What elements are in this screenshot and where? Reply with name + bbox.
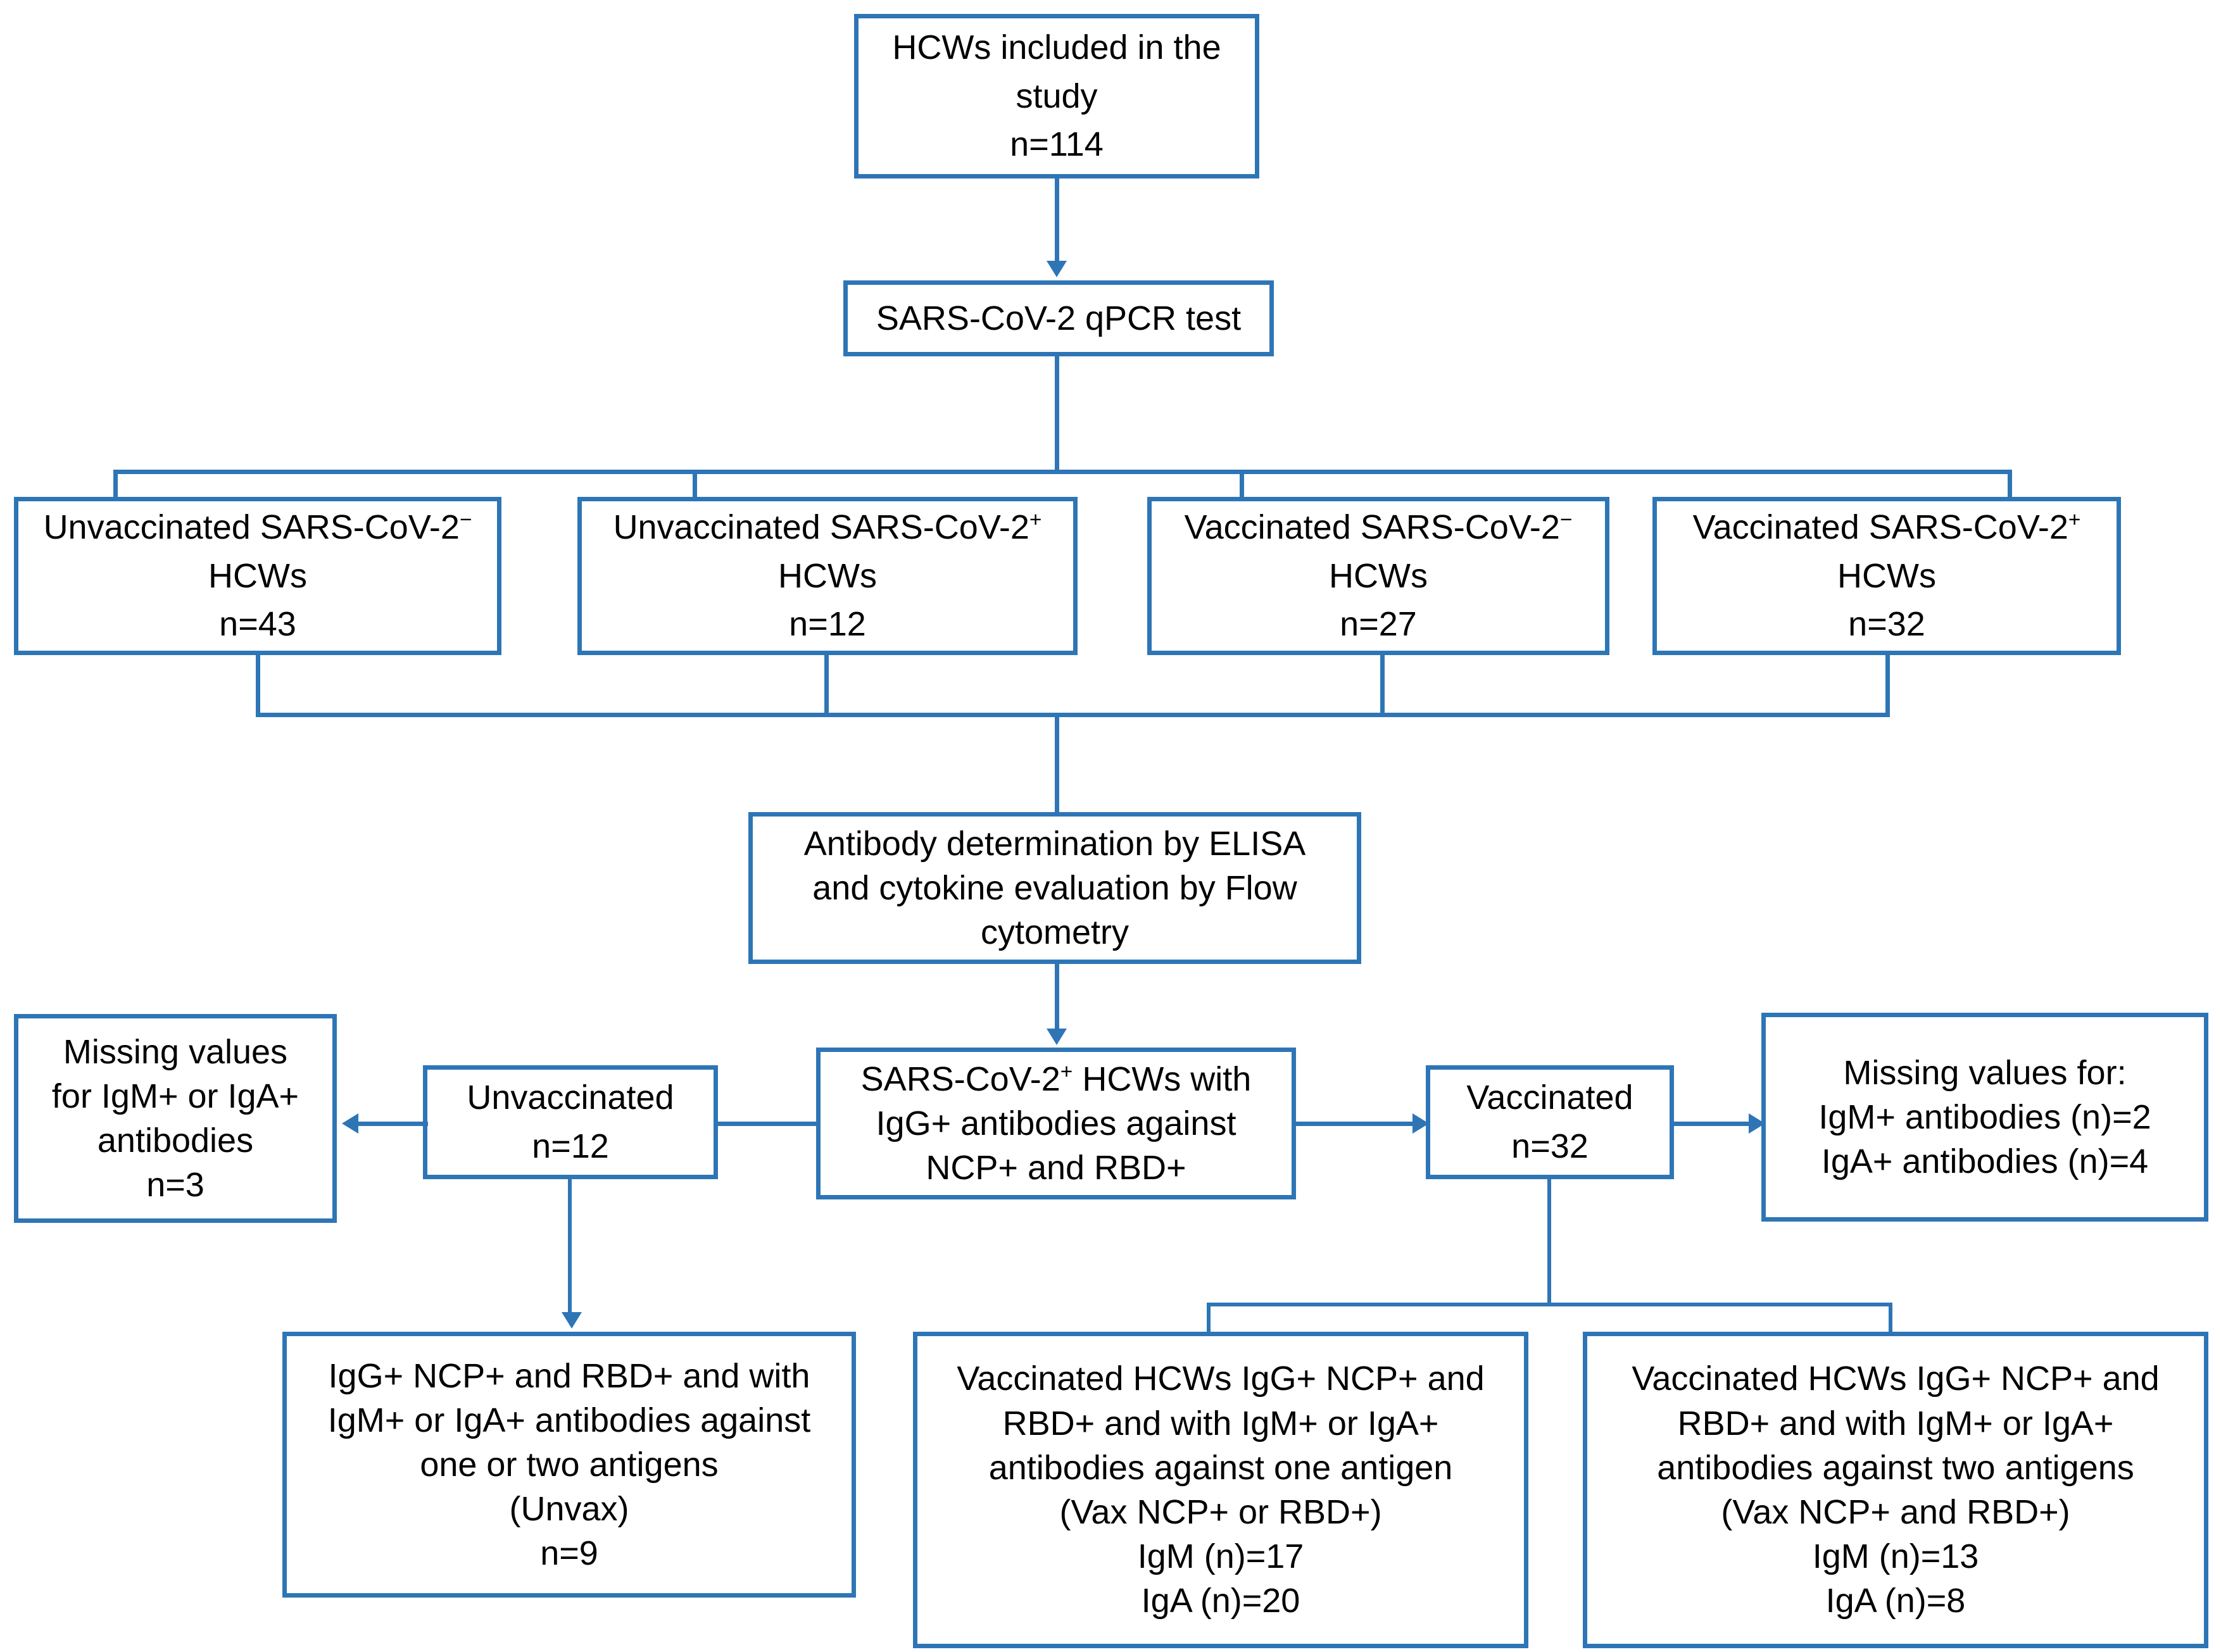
node-qpcr-test-text: SARS-CoV-2 qPCR test	[876, 299, 1242, 337]
connector-drop-vax-two-antigens	[1889, 1303, 1892, 1341]
node-qpcr-test: SARS-CoV-2 qPCR test	[843, 280, 1274, 356]
connector-merge-stem-unvax-pos	[824, 655, 829, 717]
connector-drop-vax-one-antigen	[1207, 1303, 1211, 1341]
connector-igg-to-unvaccinated	[717, 1122, 819, 1126]
connector-vaccinated-split-bar	[1207, 1303, 1892, 1306]
arrow-unvaccinated-to-unvax-group	[562, 1312, 582, 1329]
connector-unvaccinated-to-missing-left	[358, 1122, 428, 1126]
connector-merge-to-antibody	[1055, 713, 1059, 823]
arrow-antibody-to-igg	[1047, 1029, 1067, 1045]
connector-merge-stem-vax-neg	[1380, 655, 1385, 717]
connector-vaccinated-split-stem	[1547, 1179, 1551, 1306]
arrow-hcws-to-qpcr	[1047, 261, 1067, 277]
connector-vaccinated-to-missing-right	[1674, 1122, 1752, 1126]
connector-hcws-to-qpcr	[1055, 178, 1059, 267]
connector-unvaccinated-to-unvax-group	[568, 1179, 572, 1318]
connector-igg-to-vaccinated	[1296, 1122, 1416, 1126]
connector-distributor-bar	[115, 470, 2012, 474]
arrow-unvaccinated-to-missing-left	[342, 1113, 358, 1134]
connector-merge-stem-unvax-neg	[256, 655, 260, 717]
connector-antibody-to-igg	[1055, 964, 1059, 1035]
connector-merge-bar	[256, 713, 1890, 717]
connector-merge-stem-vax-pos	[1885, 655, 1890, 717]
connector-qpcr-stem	[1055, 356, 1059, 472]
node-missing-values-right-text: Missing values for:IgM+ antibodies (n)=2…	[1818, 1053, 2151, 1181]
node-missing-values-right: Missing values for:IgM+ antibodies (n)=2…	[1761, 1013, 2208, 1222]
